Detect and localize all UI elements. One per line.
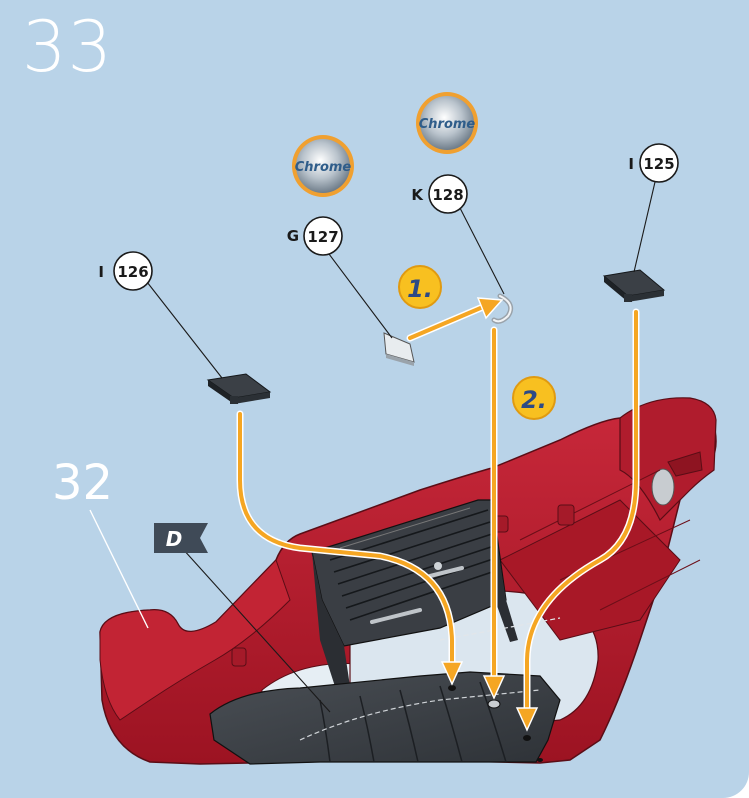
fender-lamp: [652, 469, 674, 505]
part-126-bracket: [208, 374, 270, 404]
step-badge-1: 1.: [399, 266, 441, 308]
mount-hole-right: [523, 735, 531, 741]
body-left-peg: [232, 648, 246, 666]
step32-leader: [90, 510, 148, 628]
part-callout-127: G 127: [287, 217, 342, 255]
chrome-badge-128-label: Chrome: [419, 117, 476, 132]
chrome-badge-127-label: Chrome: [295, 160, 352, 175]
part-128-letter: K: [411, 186, 424, 204]
body-right-peg: [558, 505, 574, 525]
dashboard-knob: [434, 562, 442, 570]
chrome-badge-128: Chrome: [416, 92, 478, 154]
flag-d-label: D: [166, 527, 183, 551]
part-callout-126: I 126: [98, 252, 152, 290]
flag-d: D: [154, 523, 208, 553]
part-callout-128: K 128: [411, 175, 467, 213]
part-127-letter: G: [287, 227, 299, 245]
part-126-number: 126: [117, 263, 148, 281]
chrome-badge-127: Chrome: [292, 135, 354, 197]
part-128-number: 128: [432, 186, 463, 204]
part-callout-125: I 125: [628, 144, 678, 182]
step-badge-1-label: 1.: [407, 275, 433, 303]
mount-hole-left: [448, 685, 456, 691]
mount-hole-right-2: [537, 758, 543, 762]
part-126-letter: I: [98, 263, 104, 281]
step-badge-2: 2.: [513, 377, 555, 419]
step-badge-2-label: 2.: [521, 386, 547, 414]
mount-hole-center: [488, 700, 500, 708]
part-127-number: 127: [307, 228, 338, 246]
part-125-letter: I: [628, 155, 634, 173]
part-125-number: 125: [643, 155, 674, 173]
part-125-bracket: [604, 270, 664, 302]
